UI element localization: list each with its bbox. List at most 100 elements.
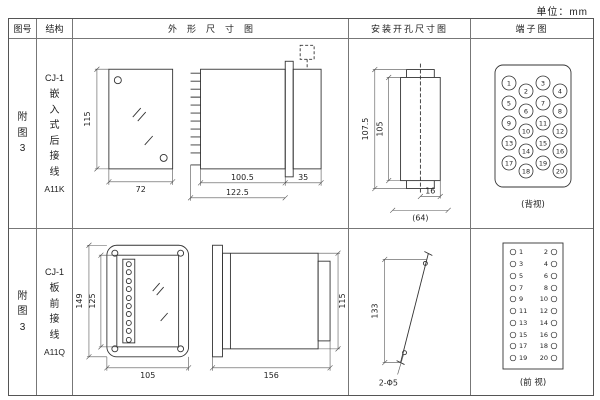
terminal-grid (501, 75, 568, 178)
header-terminal: 端子图 (471, 19, 593, 39)
model-row2: CJ-1 (44, 267, 64, 277)
dim-body-length: 100.5 (231, 172, 254, 181)
header-mount: 安装开孔尺寸图 (349, 19, 471, 39)
terminal-number: 10 (522, 127, 530, 135)
code-row2: A11Q (43, 347, 66, 357)
dimension-labels: 133 2-Φ5 (371, 303, 398, 387)
terminal-grid (509, 248, 558, 362)
fig-no-cell-row2: 附图3 (9, 229, 37, 395)
header-outline: 外形尺寸图 (73, 19, 349, 39)
header-structure: 结构 (37, 19, 73, 39)
terminal-number: 9 (519, 295, 523, 303)
dim-width: 105 (140, 371, 155, 380)
terminal-number: 11 (519, 307, 527, 315)
outline-drawing-row1: 115 72 100.5 122.5 35 (83, 44, 324, 201)
terminal-number: 8 (558, 107, 562, 115)
dimension-lines (94, 66, 324, 201)
dimension-lines (372, 66, 451, 213)
terminal-number: 3 (519, 260, 523, 268)
dim-width-total: (64) (412, 213, 428, 222)
terminal-number: 14 (540, 319, 548, 327)
dimension-lines (86, 242, 341, 371)
dimension-labels: 149 125 105 156 115 (75, 293, 347, 379)
mount-cell-row2: 133 2-Φ5 (349, 229, 471, 395)
terminal-number: 10 (540, 295, 548, 303)
fig-no-cell-row1: 附图3 (9, 39, 37, 229)
dim-inner-height: 105 (376, 121, 385, 136)
panel-edge (396, 251, 433, 365)
terminal-number: 1 (507, 79, 511, 87)
terminal-cell-row2: 1 2 3 4 5 6 7 8 9 10 11 12 13 14 15 16 1 (471, 229, 593, 395)
terminal-diagram-row2: 1 2 3 4 5 6 7 8 9 10 11 12 13 14 15 16 1 (502, 242, 564, 388)
cutout-shape (400, 63, 441, 194)
structure-cell-row2: CJ-1 板前接线 A11Q (37, 229, 73, 395)
terminal-number: 13 (519, 319, 527, 327)
structure-row1: 嵌入式后接线 (49, 89, 60, 178)
outline-cell-row2: 149 125 105 156 115 (73, 229, 349, 395)
terminal-number: 4 (558, 87, 562, 95)
dim-side-height: 115 (338, 293, 347, 308)
terminal-number: 3 (541, 79, 545, 87)
terminal-number: 18 (540, 342, 548, 350)
hole-spec: 2-Φ5 (379, 378, 398, 387)
structure-cell-row1: CJ-1 嵌入式后接线 A11K (37, 39, 73, 229)
terminal-panel (494, 64, 572, 187)
model-row1: CJ-1 (44, 73, 64, 83)
relay-front-view (108, 68, 174, 169)
terminal-number: 17 (519, 342, 527, 350)
terminal-diagram-row1: 1 2 3 4 5 6 7 8 9 10 11 12 13 14 15 16 1 (494, 64, 572, 210)
terminal-number: 15 (539, 139, 547, 147)
mount-drawing-row1: 107.5 105 16 (64) (361, 63, 451, 222)
terminal-numbers: 1 2 3 4 5 6 7 8 9 10 11 12 13 14 15 16 1 (505, 79, 564, 175)
terminal-number: 4 (544, 260, 548, 268)
view-caption: (背视) (521, 199, 545, 210)
dim-height: 133 (371, 303, 380, 318)
terminal-number: 2 (544, 248, 548, 256)
fig-no-row2: 附图3 (17, 290, 28, 333)
dim-height: 115 (83, 111, 92, 126)
header-fig-no: 图号 (9, 19, 37, 39)
dim-rear-length: 35 (298, 172, 308, 181)
relay-front-view (106, 244, 190, 358)
terminal-panel (502, 242, 564, 370)
relay-side-view (212, 244, 331, 358)
terminal-numbers: 1 2 3 4 5 6 7 8 9 10 11 12 13 14 15 16 1 (519, 248, 548, 362)
terminal-number: 9 (507, 119, 511, 127)
dimension-labels: 115 72 100.5 122.5 35 (83, 111, 308, 196)
dim-outer-height: 107.5 (361, 117, 370, 140)
outline-cell-row1: 115 72 100.5 122.5 35 (73, 39, 349, 229)
terminal-number: 17 (505, 159, 513, 167)
terminal-number: 16 (540, 331, 548, 339)
code-row1: A11K (44, 184, 65, 194)
dimension-labels: 107.5 105 16 (64) (361, 117, 436, 222)
terminal-number: 15 (519, 331, 527, 339)
terminal-number: 18 (522, 167, 530, 175)
mount-drawing-row2: 133 2-Φ5 (371, 251, 433, 387)
fig-no-row1: 附图3 (17, 112, 28, 155)
outline-drawing-row2: 149 125 105 156 115 (75, 242, 347, 380)
terminal-number: 14 (522, 147, 530, 155)
dimension-table: 图号 结构 外形尺寸图 安装开孔尺寸图 端子图 附图3 CJ-1 嵌入式后接线 … (8, 18, 594, 396)
view-caption: (前 视) (520, 377, 546, 388)
terminal-number: 8 (544, 284, 548, 292)
terminal-number: 20 (540, 354, 548, 362)
unit-label: 单位：mm (536, 7, 588, 18)
terminal-number: 20 (556, 167, 564, 175)
dim-width-small: 16 (425, 186, 435, 195)
dim-length: 156 (264, 371, 279, 380)
dim-inner-height: 125 (88, 293, 97, 308)
dim-outer-height: 149 (75, 293, 84, 308)
terminal-number: 7 (541, 99, 545, 107)
terminal-number: 5 (519, 272, 523, 280)
dim-width: 72 (136, 184, 146, 193)
terminal-number: 2 (524, 87, 528, 95)
terminal-number: 19 (519, 354, 527, 362)
terminal-cell-row1: 1 2 3 4 5 6 7 8 9 10 11 12 13 14 15 16 1 (471, 39, 593, 229)
terminal-number: 19 (539, 159, 547, 167)
structure-row2: 板前接线 (49, 283, 60, 341)
terminal-number: 6 (524, 107, 528, 115)
relay-side-view (190, 44, 322, 177)
terminal-number: 11 (539, 119, 547, 127)
terminal-number: 12 (540, 307, 548, 315)
